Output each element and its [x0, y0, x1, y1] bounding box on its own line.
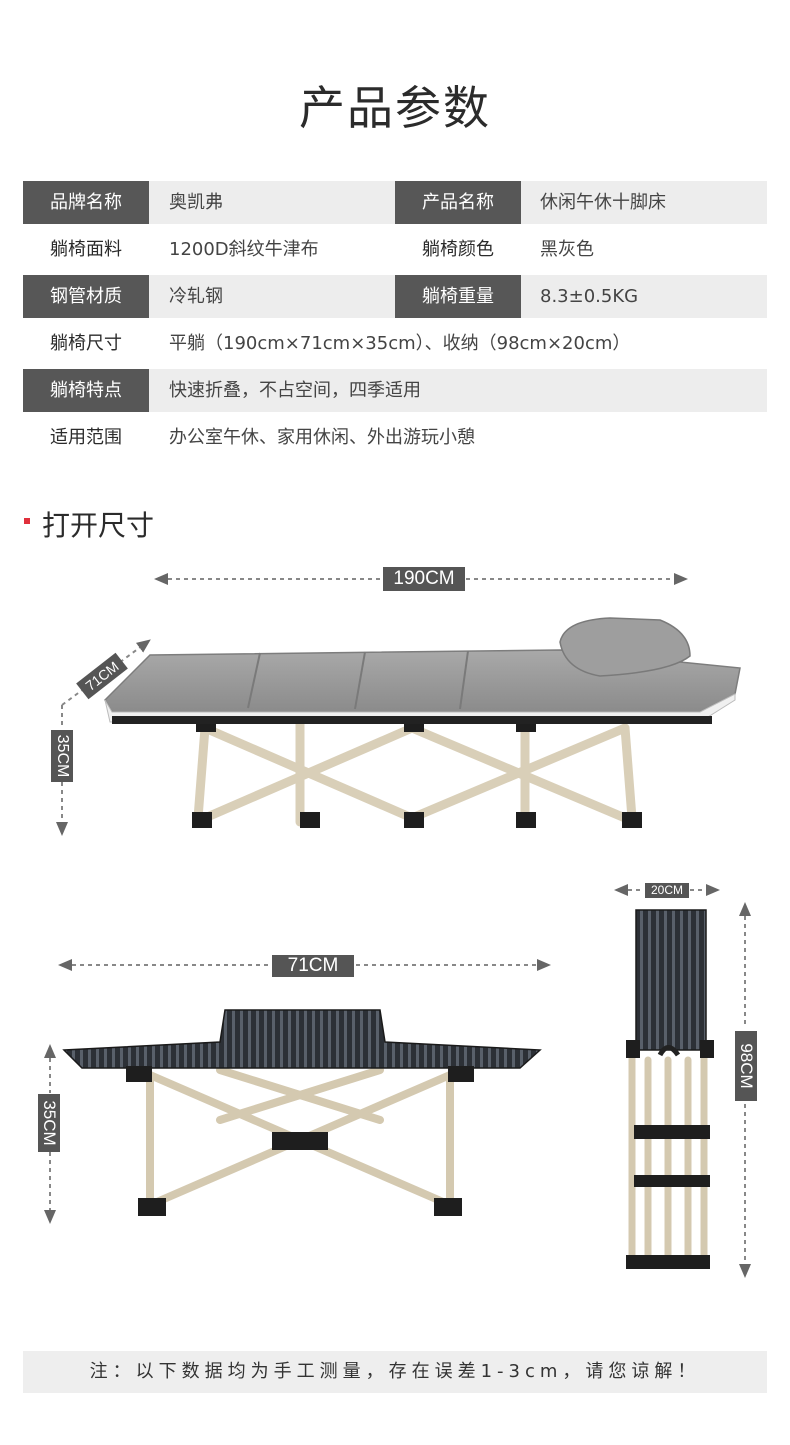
- spec-value: 黑灰色: [540, 239, 594, 260]
- spec-label: 躺椅重量: [395, 275, 521, 318]
- spec-label: 躺椅尺寸: [50, 333, 122, 354]
- spec-label: 适用范围: [50, 427, 122, 448]
- dimension-label-folded-length: 98CM: [735, 1031, 757, 1101]
- spec-row: 适用范围 办公室午休、家用休闲、外出游玩小憩: [23, 416, 767, 459]
- spec-row: 躺椅尺寸 平躺（190cm×71cm×35cm）、收纳（98cm×20cm）: [23, 322, 767, 365]
- spec-label: 躺椅特点: [23, 369, 149, 412]
- spec-row: 躺椅面料 1200D斜纹牛津布 躺椅颜色 黑灰色: [23, 228, 767, 271]
- spec-label: 产品名称: [395, 181, 521, 224]
- spec-value: 办公室午休、家用休闲、外出游玩小憩: [169, 427, 475, 448]
- red-square-marker-icon: [24, 518, 30, 524]
- spec-value: 冷轧钢: [169, 286, 223, 307]
- spec-value: 1200D斜纹牛津布: [169, 239, 319, 260]
- spec-row: 躺椅特点 快速折叠，不占空间，四季适用: [23, 369, 767, 412]
- spec-value: 平躺（190cm×71cm×35cm）、收纳（98cm×20cm）: [169, 333, 631, 354]
- dimension-label-front-width: 71CM: [272, 955, 354, 977]
- spec-row: 品牌名称 奥凯弗 产品名称 休闲午休十脚床: [23, 181, 767, 224]
- section-title: 打开尺寸: [42, 509, 155, 542]
- page-title: 产品参数: [299, 81, 491, 135]
- spec-row: 钢管材质 冷轧钢 躺椅重量 8.3±0.5KG: [23, 275, 767, 318]
- open-cot-front-image: [44, 959, 551, 1224]
- dimension-label-folded-width: 20CM: [645, 883, 689, 898]
- spec-label: 躺椅颜色: [422, 239, 494, 260]
- open-cot-side-image: [56, 573, 741, 836]
- spec-value: 休闲午休十脚床: [540, 192, 666, 213]
- spec-value: 奥凯弗: [169, 192, 223, 213]
- spec-label: 品牌名称: [23, 181, 149, 224]
- spec-label: 钢管材质: [23, 275, 149, 318]
- spec-table: 品牌名称 奥凯弗 产品名称 休闲午休十脚床 躺椅面料 1200D斜纹牛津布 躺椅…: [23, 181, 767, 463]
- spec-value: 快速折叠，不占空间，四季适用: [169, 380, 421, 401]
- spec-label: 躺椅面料: [50, 239, 122, 260]
- measurement-note: 注：以下数据均为手工测量，存在误差1-3cm，请您谅解！: [23, 1351, 767, 1393]
- dimension-label-front-height: 35CM: [38, 1094, 60, 1152]
- spec-value: 8.3±0.5KG: [540, 286, 639, 307]
- dimension-label-height: 35CM: [51, 730, 73, 782]
- dimension-label-length: 190CM: [383, 567, 465, 591]
- folded-cot-image: [614, 884, 751, 1278]
